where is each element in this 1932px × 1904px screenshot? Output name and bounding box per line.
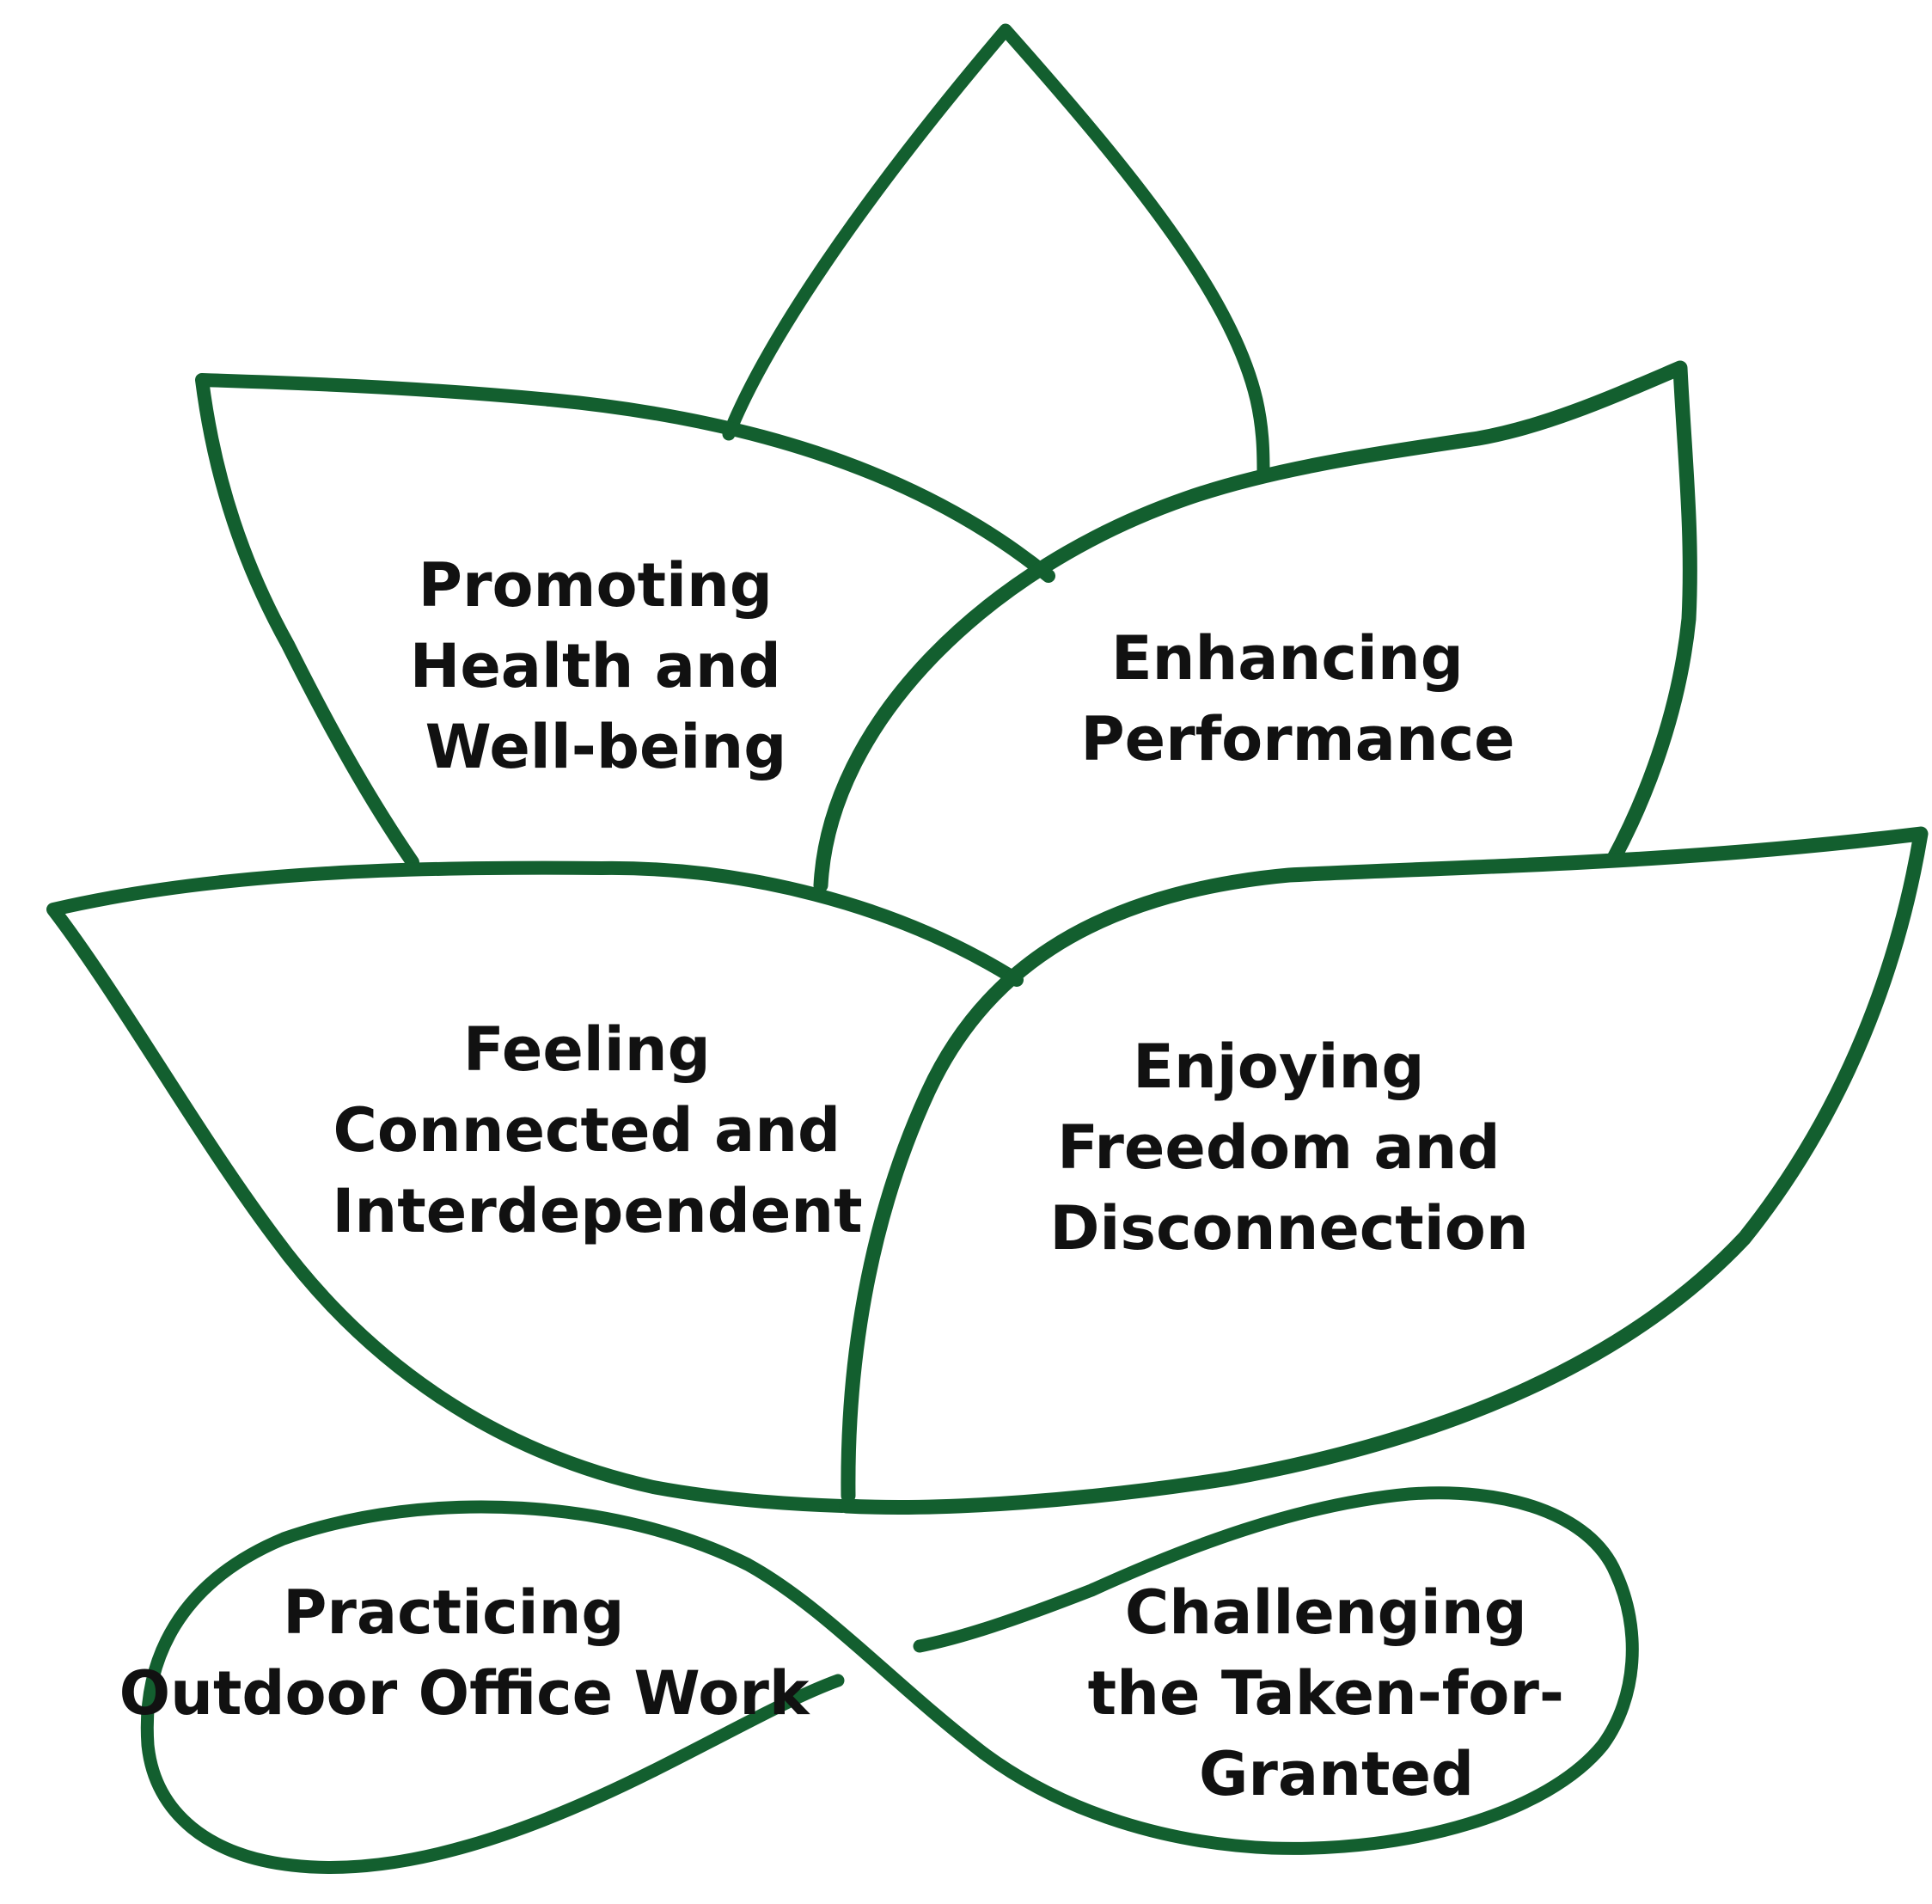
label-line: Challenging	[1125, 1577, 1527, 1648]
label-line: Connected and	[333, 1095, 841, 1166]
label-line: Granted	[1199, 1739, 1474, 1809]
label-promoting-health: Promoting Health and Well-being	[410, 550, 803, 782]
label-feeling-connected: Feeling Connected and Interdependent	[332, 1014, 862, 1246]
label-line: Freedom and	[1057, 1112, 1501, 1183]
petal-upper-left-outline	[195, 373, 1055, 869]
petal-lower-right-outline	[839, 826, 1929, 1515]
label-line: the Taken-for-	[1088, 1658, 1564, 1729]
label-line: Outdoor Office Work	[119, 1658, 810, 1729]
petal-upper-right-outline	[813, 360, 1697, 893]
label-line: Practicing	[283, 1577, 624, 1648]
label-line: Disconnection	[1049, 1193, 1528, 1264]
label-line: Promoting	[419, 550, 773, 621]
label-line: Performance	[1080, 704, 1514, 774]
label-line: Well-being	[425, 712, 787, 782]
label-challenging-taken-for-granted: Challenging the Taken-for- Granted	[1088, 1577, 1586, 1809]
petal-base-right-outline	[913, 1486, 1639, 1855]
petal-base-left-outline	[140, 1500, 991, 1874]
label-line: Feeling	[463, 1014, 711, 1085]
label-line: Enhancing	[1111, 623, 1464, 694]
label-practicing-outdoor: Practicing Outdoor Office Work	[119, 1577, 810, 1729]
label-line: Health and	[410, 631, 781, 701]
label-line: Enjoying	[1133, 1032, 1424, 1102]
label-enhancing-performance: Enhancing Performance	[1080, 623, 1514, 774]
petal-top-outline	[722, 23, 1270, 480]
label-enjoying-freedom: Enjoying Freedom and Disconnection	[1049, 1032, 1528, 1264]
label-line: Interdependent	[332, 1176, 862, 1246]
petal-lower-left-outline	[46, 860, 1024, 1513]
